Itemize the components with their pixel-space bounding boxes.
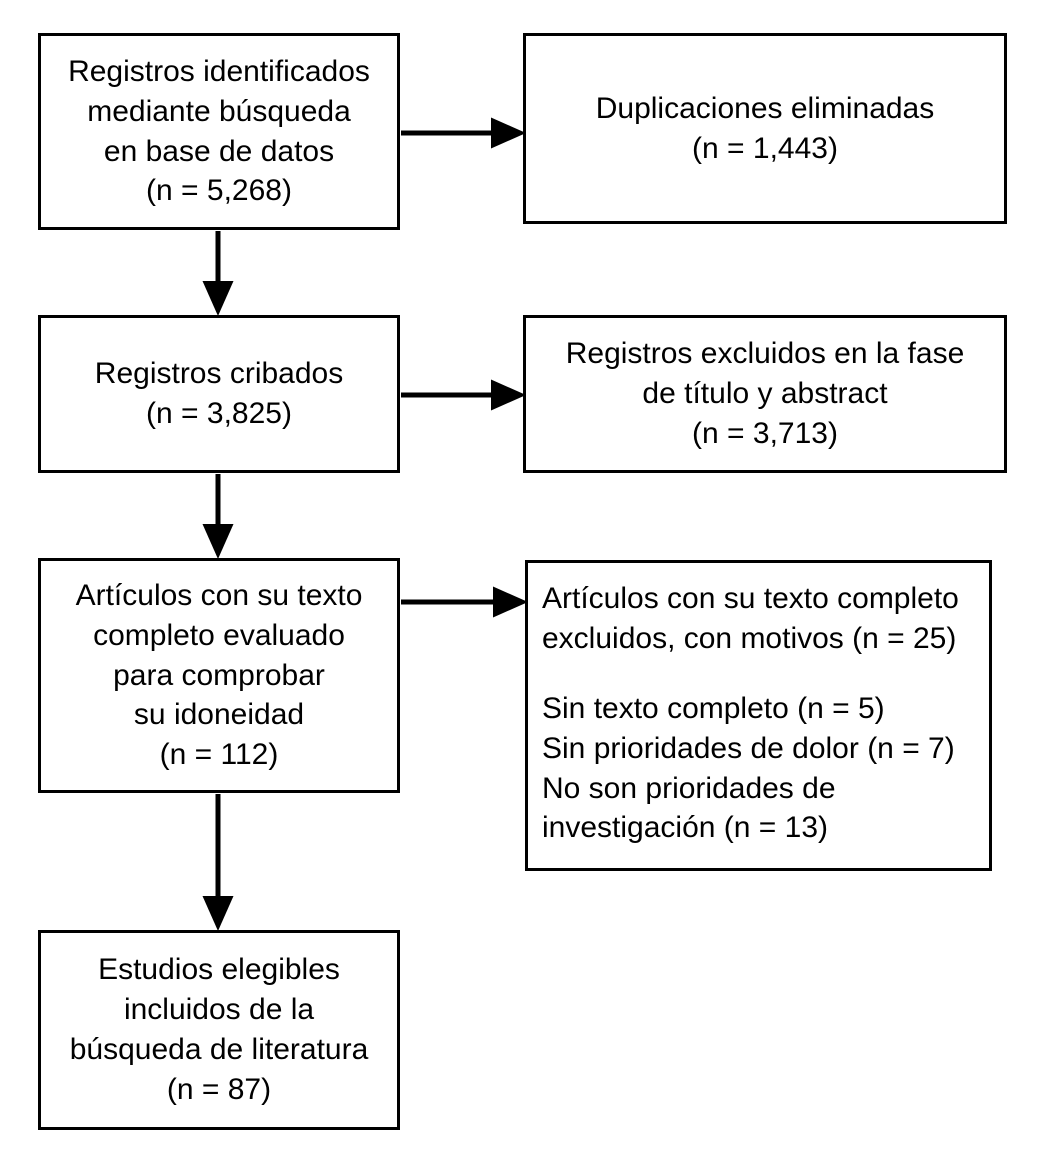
fulltext-excluded-header: Artículos con su texto completo excluido… <box>542 582 959 655</box>
fulltext-assessed-text: Artículos con su texto completo evaluado… <box>75 578 363 772</box>
reason-no-pain-priorities: Sin prioridades de dolor (n = 7) <box>542 731 955 765</box>
records-screened-text: Registros cribados (n = 3,825) <box>94 357 344 430</box>
records-identified-box: Registros identificados mediante búsqued… <box>38 33 400 230</box>
duplicates-removed-box: Duplicaciones eliminadas (n = 1,443) <box>523 33 1007 224</box>
records-screened-box: Registros cribados (n = 3,825) <box>38 315 400 473</box>
records-excluded-title-abstract-text: Registros excluidos en la fase de título… <box>565 337 965 450</box>
fulltext-assessed-box: Artículos con su texto completo evaluado… <box>38 558 400 793</box>
studies-included-text: Estudios elegibles incluidos de la búsqu… <box>69 953 369 1106</box>
reason-no-fulltext: Sin texto completo (n = 5) <box>542 691 885 725</box>
studies-included-box: Estudios elegibles incluidos de la búsqu… <box>38 930 400 1130</box>
fulltext-excluded-reasons-box: Artículos con su texto completo excluido… <box>525 560 992 871</box>
reason-not-research-priorities: No son prioridades de investigación (n =… <box>542 771 836 845</box>
duplicates-removed-text: Duplicaciones eliminadas (n = 1,443) <box>595 91 935 165</box>
records-identified-text: Registros identificados mediante búsqued… <box>68 54 370 208</box>
records-excluded-title-abstract-box: Registros excluidos en la fase de título… <box>523 315 1007 473</box>
